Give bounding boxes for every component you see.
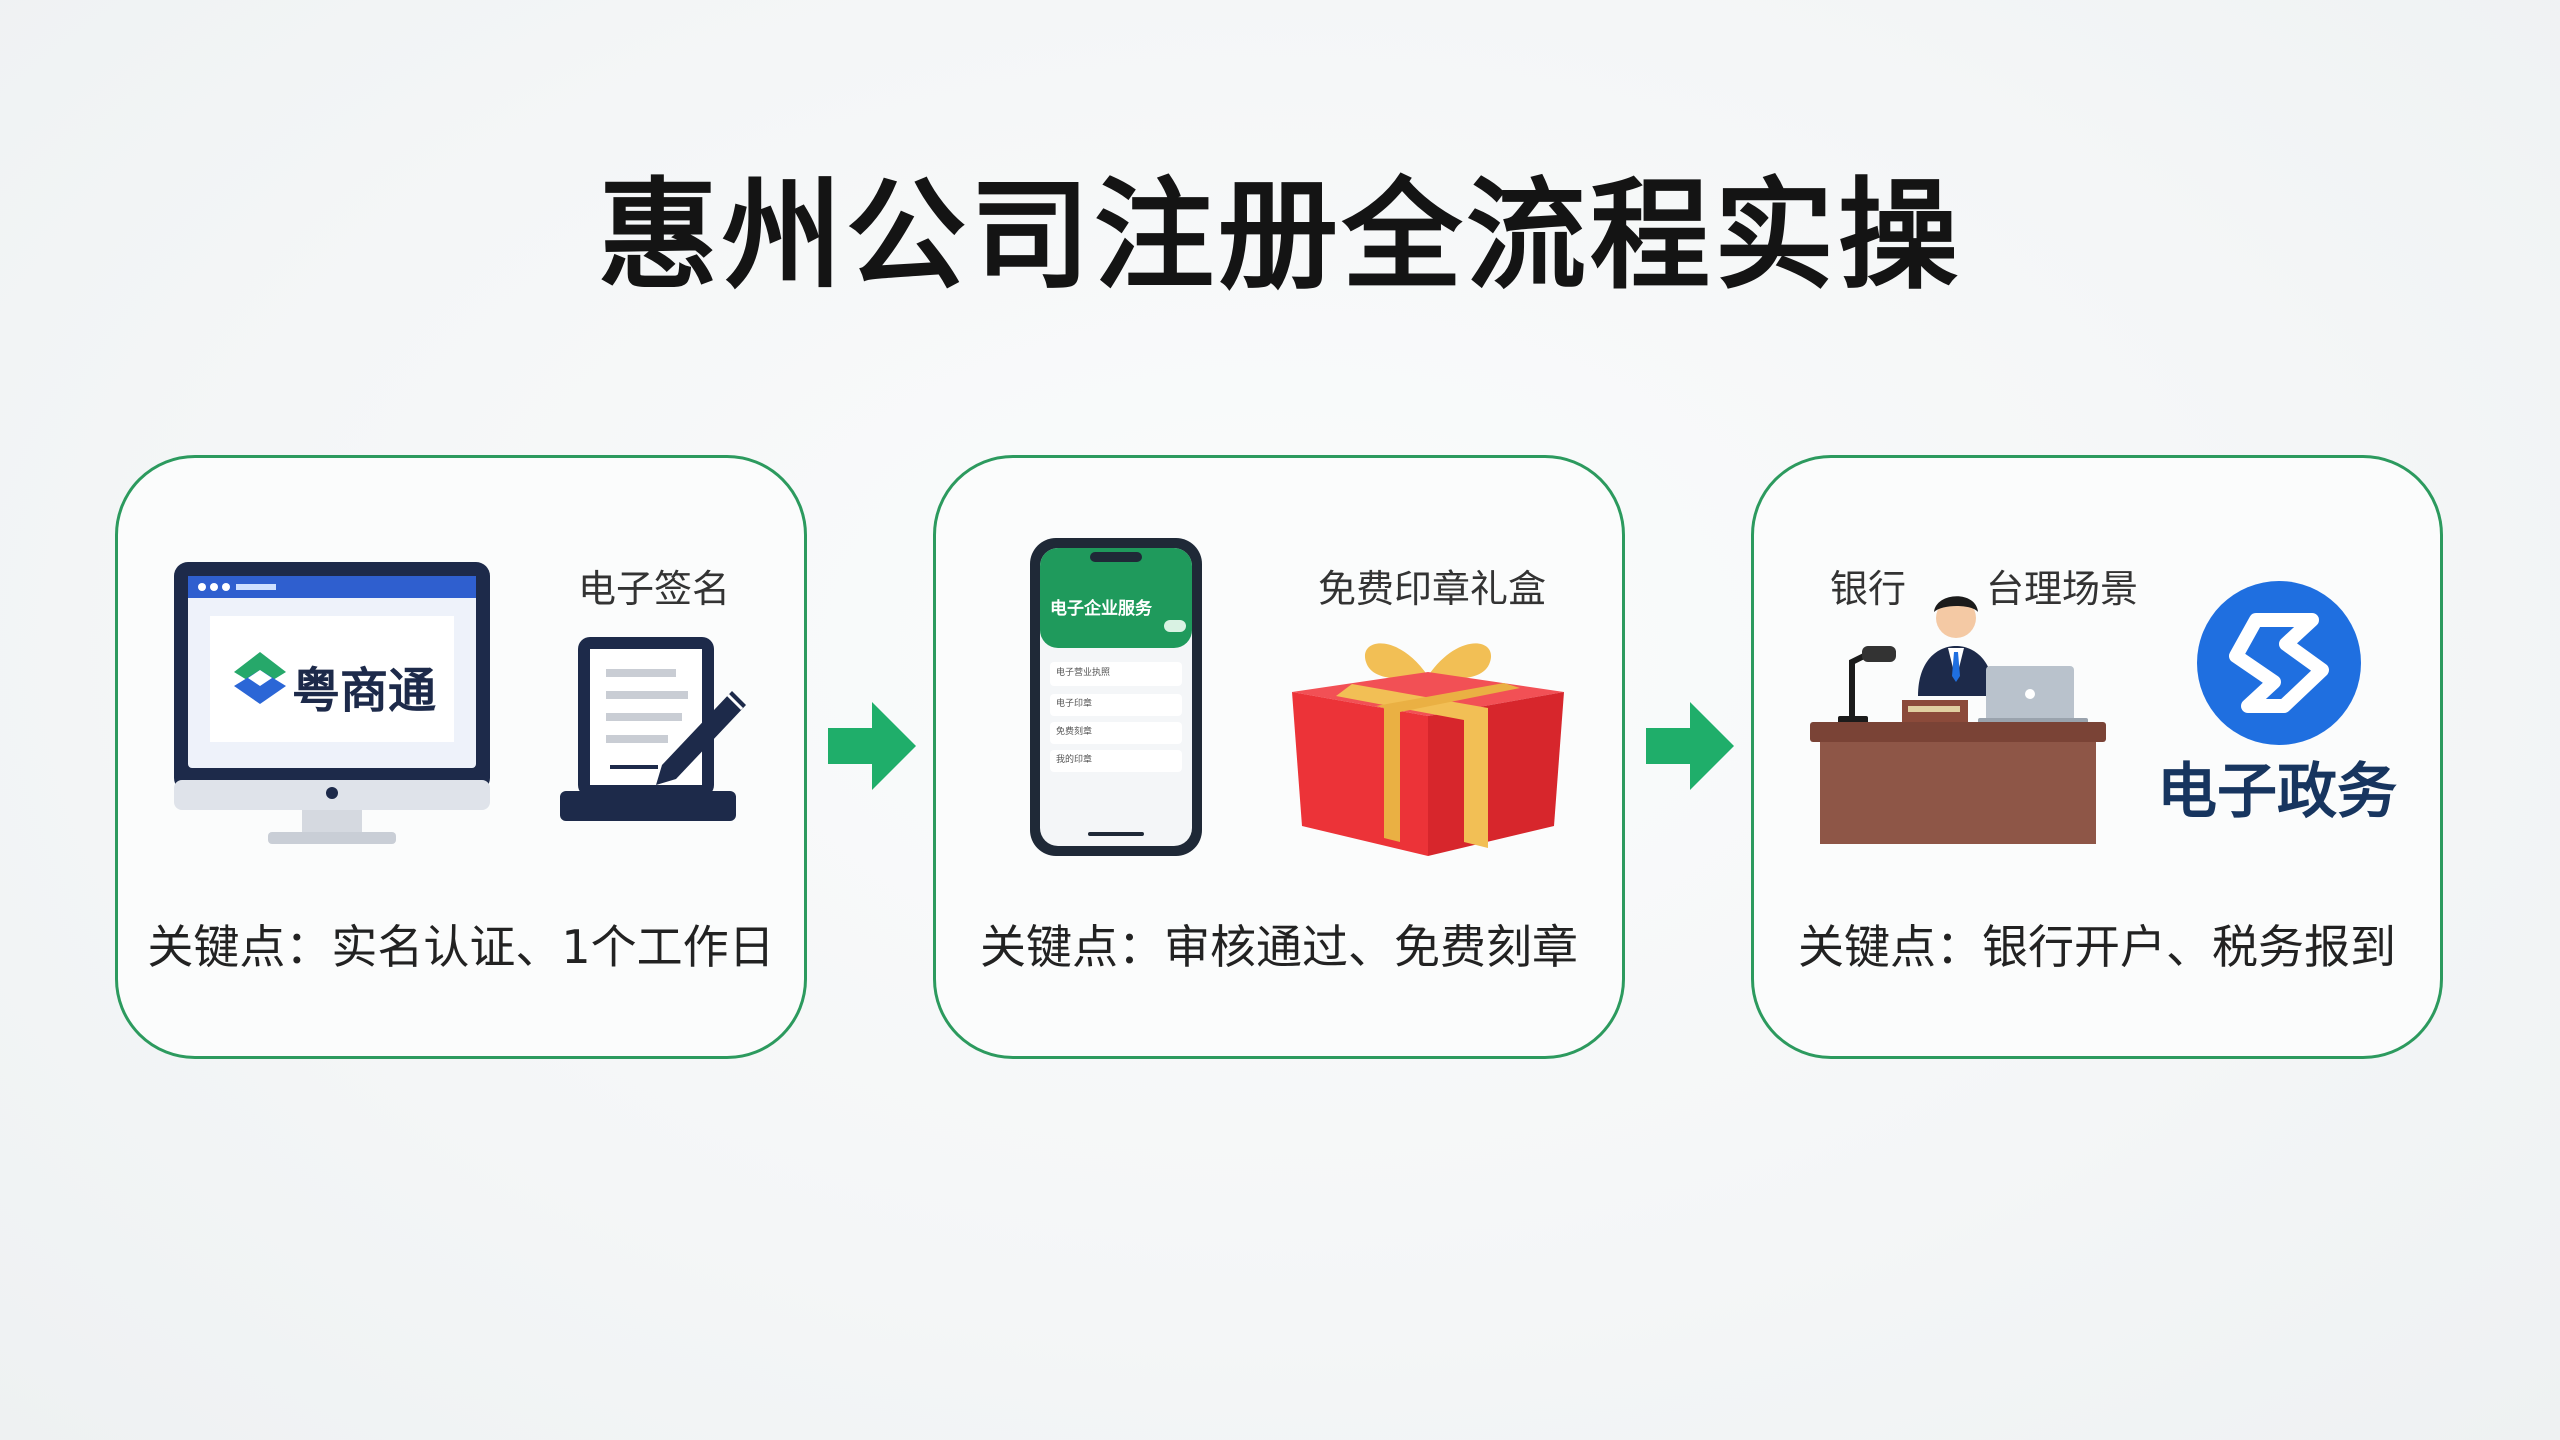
arrow-right-icon bbox=[828, 702, 916, 790]
phone-menu-item: 电子营业执照 bbox=[1056, 668, 1111, 678]
phone-menu-item: 我的印章 bbox=[1056, 755, 1093, 765]
phone-header: 电子企业服务 bbox=[1050, 599, 1152, 619]
step-card-online-registration: 粤商通 电子签名 关键点：实名认证、1个工作日 bbox=[115, 455, 807, 1059]
step1-keypoint: 关键点：实名认证、1个工作日 bbox=[147, 920, 775, 974]
bank-label: 银行 bbox=[1830, 567, 1907, 611]
step2-keypoint: 关键点：审核通过、免费刻章 bbox=[980, 920, 1578, 974]
phone-icon bbox=[1030, 538, 1202, 856]
monitor-app-name: 粤商通 bbox=[292, 663, 437, 719]
step-card-seal: 电子企业服务 电子营业执照 电子印章 免费刻章 我的印章 免费印章礼盒 关键点：… bbox=[933, 455, 1625, 1059]
step-card-bank-tax: 银行 台理场景 电子政务 关键点：银行开户、税务报到 bbox=[1751, 455, 2443, 1059]
gov-service-label: 电子政务 bbox=[2157, 757, 2397, 827]
monitor-icon bbox=[174, 562, 490, 844]
step3-keypoint: 关键点：银行开户、税务报到 bbox=[1798, 920, 2396, 974]
free-seal-gift-label: 免费印章礼盒 bbox=[1318, 567, 1547, 611]
phone-menu-item: 电子印章 bbox=[1056, 699, 1093, 709]
esignature-label: 电子签名 bbox=[578, 567, 731, 611]
counter-scene-label: 台理场景 bbox=[1986, 567, 2139, 611]
gift-box-icon bbox=[1292, 643, 1564, 856]
gov-service-logo-icon bbox=[2197, 581, 2361, 745]
yueshangtong-logo-icon bbox=[234, 652, 286, 704]
bank-counter-icon bbox=[1810, 596, 2106, 844]
arrow-right-icon bbox=[1646, 702, 1734, 790]
phone-menu-item: 免费刻章 bbox=[1056, 727, 1093, 737]
esignature-icon bbox=[560, 637, 746, 821]
page-title: 惠州公司注册全流程实操 bbox=[598, 167, 1962, 306]
